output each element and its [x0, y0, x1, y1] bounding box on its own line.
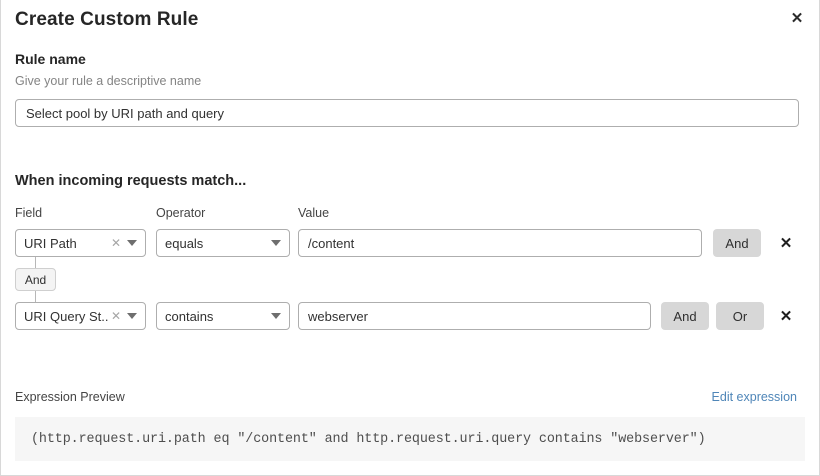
condition-connector-line-top: [35, 257, 36, 268]
rule-name-input[interactable]: [15, 99, 799, 127]
field-select-2[interactable]: URI Query St... ✕: [15, 302, 146, 330]
column-label-value: Value: [298, 206, 330, 220]
match-section-heading: When incoming requests match...: [15, 173, 247, 189]
condition-row: URI Path ✕ equals And ✕: [1, 229, 820, 257]
and-button-row-1[interactable]: And: [713, 229, 761, 257]
and-button-row-2[interactable]: And: [661, 302, 709, 330]
rule-name-help-text: Give your rule a descriptive name: [15, 74, 202, 88]
operator-select-1-value: equals: [165, 235, 204, 251]
page-title: Create Custom Rule: [15, 9, 199, 30]
operator-select-2[interactable]: contains: [156, 302, 290, 330]
clear-x-icon[interactable]: ✕: [110, 236, 121, 250]
field-select-1-value: URI Path: [24, 235, 77, 251]
expression-preview-label: Expression Preview: [15, 390, 125, 404]
operator-select-1[interactable]: equals: [156, 229, 290, 257]
value-input-1[interactable]: [298, 229, 702, 257]
chevron-down-icon[interactable]: [271, 240, 281, 246]
condition-connector-line-bottom: [35, 291, 36, 302]
field-select-2-value: URI Query St...: [24, 308, 109, 324]
edit-expression-link[interactable]: Edit expression: [711, 390, 797, 404]
or-button-row-2[interactable]: Or: [716, 302, 764, 330]
rule-name-label: Rule name: [15, 51, 86, 67]
chevron-down-icon[interactable]: [127, 313, 137, 319]
chevron-down-icon[interactable]: [127, 240, 137, 246]
column-label-operator: Operator: [156, 206, 206, 220]
column-label-field: Field: [15, 206, 43, 220]
chevron-down-icon[interactable]: [271, 313, 281, 319]
delete-x-icon[interactable]: ✕: [775, 229, 797, 257]
group-logic-and-badge[interactable]: And: [15, 268, 56, 291]
delete-x-icon[interactable]: ✕: [775, 302, 797, 330]
value-input-2[interactable]: [298, 302, 651, 330]
clear-x-icon[interactable]: ✕: [110, 309, 121, 323]
condition-row: URI Query St... ✕ contains And Or ✕: [1, 302, 820, 330]
expression-preview-text: (http.request.uri.path eq "/content" and…: [31, 431, 706, 447]
close-icon[interactable]: ✕: [785, 6, 809, 30]
operator-select-2-value: contains: [165, 308, 214, 324]
expression-preview-box: (http.request.uri.path eq "/content" and…: [15, 417, 805, 461]
field-select-1[interactable]: URI Path ✕: [15, 229, 146, 257]
